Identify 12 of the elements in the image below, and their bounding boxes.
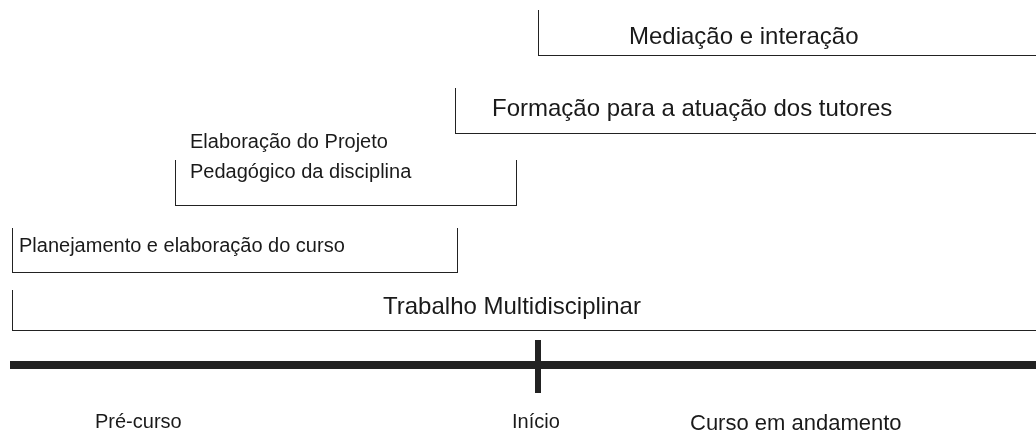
period-label: Pré-curso [95, 410, 182, 433]
timeline-bracket [12, 290, 1036, 331]
phase-label: Mediação e interação [629, 22, 859, 50]
phase-label: Planejamento e elaboração do curso [19, 234, 345, 257]
phase-label: Trabalho Multidisciplinar [383, 292, 641, 320]
phase-label: Elaboração do Projeto Pedagógico da disciplina [190, 129, 413, 184]
period-label: Curso em andamento [690, 410, 902, 436]
timeline-bracket [538, 10, 1036, 56]
timeline-bracket [455, 88, 1036, 134]
timeline-bracket [12, 228, 458, 273]
phase-label: Formação para a atuação dos tutores [492, 94, 893, 122]
period-label: Início [512, 410, 560, 433]
